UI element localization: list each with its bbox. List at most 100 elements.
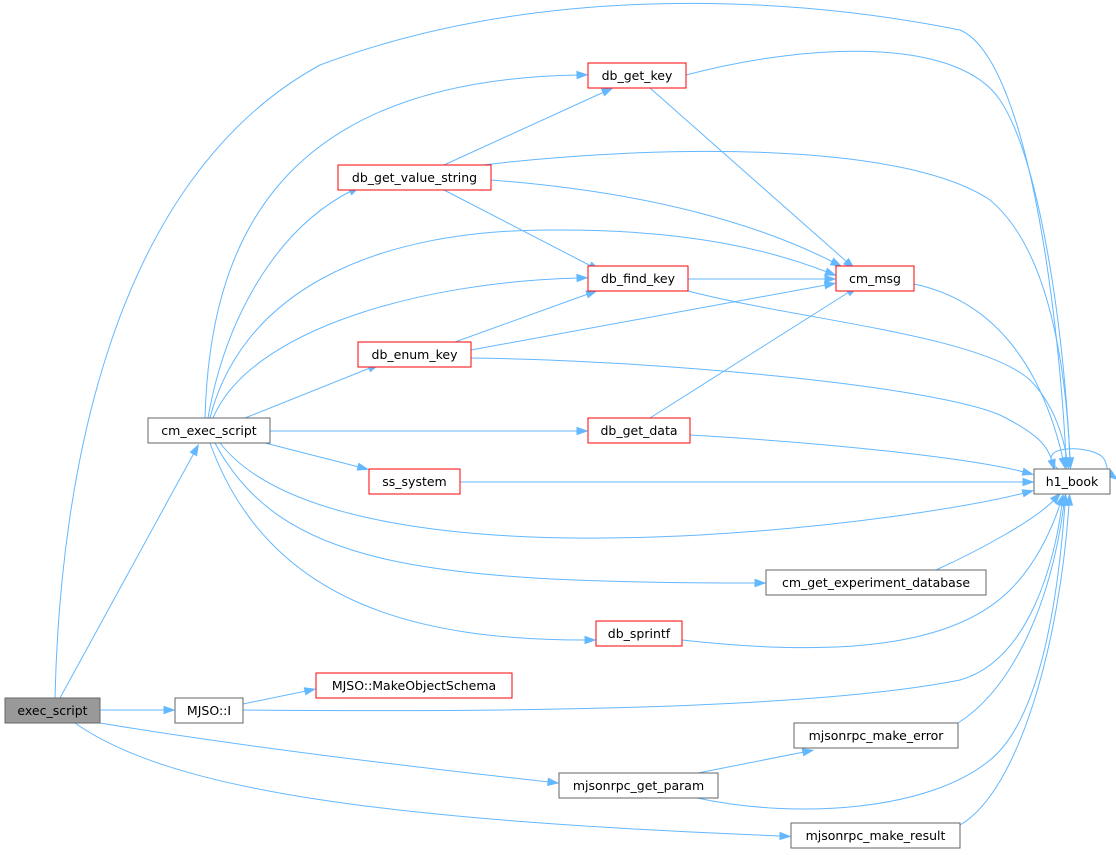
node-box[interactable] — [587, 265, 689, 292]
node-box[interactable] — [337, 164, 492, 191]
edge-db_find_key-to-cm_msg — [688, 274, 837, 284]
edge-cm_exec_script-to-db_sprintf — [209, 442, 597, 645]
edge-line — [482, 150, 1071, 460]
edge-arrowhead — [1022, 477, 1035, 487]
edge-db_find_key-to-h1_book — [687, 290, 1071, 470]
edge-cm_exec_script-to-db_get_data — [270, 426, 589, 436]
node-mjsonrpc_make_error[interactable]: mjsonrpc_make_error — [793, 722, 959, 749]
edge-db_get_key-to-cm_msg — [649, 87, 855, 269]
edge-line — [470, 357, 1053, 462]
node-label: mjsonrpc_make_error — [809, 728, 945, 743]
node-mjso_makeobjectschema[interactable]: MJSO::MakeObjectSchema — [315, 672, 513, 699]
edge-db_get_value_string-to-cm_msg — [490, 179, 843, 267]
edge-db_get_data-to-cm_msg — [649, 286, 858, 419]
node-box[interactable] — [4, 697, 101, 724]
edge-db_get_data-to-h1_book — [689, 434, 1035, 476]
edge-arrowhead — [189, 443, 200, 457]
edge-line — [207, 190, 352, 419]
node-db_get_value_string[interactable]: db_get_value_string — [337, 164, 492, 191]
node-db_get_data[interactable]: db_get_data — [587, 417, 691, 444]
node-db_sprintf[interactable]: db_sprintf — [595, 620, 683, 647]
node-box[interactable] — [835, 265, 915, 292]
node-box[interactable] — [558, 772, 719, 799]
edge-line — [74, 722, 782, 837]
edge-line — [209, 442, 587, 641]
edge-line — [913, 283, 1064, 460]
edge-exec_script-to-mjsonrpc_make_result — [74, 722, 792, 841]
node-h1_book[interactable]: h1_book — [1033, 468, 1111, 495]
edge-db_get_value_string-to-db_get_key — [443, 87, 614, 166]
edge-arrowhead — [547, 777, 560, 787]
edge-arrowhead — [1064, 493, 1074, 506]
node-box[interactable] — [587, 62, 687, 89]
edge-ss_system-to-h1_book — [460, 477, 1035, 487]
node-cm_exec_script[interactable]: cm_exec_script — [147, 417, 271, 444]
edge-line — [649, 87, 848, 263]
node-box[interactable] — [147, 417, 271, 444]
edge-arrowhead — [754, 578, 767, 588]
node-cm_msg[interactable]: cm_msg — [835, 265, 915, 292]
edge-line — [696, 503, 1066, 810]
node-db_enum_key[interactable]: db_enum_key — [357, 341, 472, 368]
node-label: mjsonrpc_make_result — [806, 828, 946, 843]
node-mjso_i[interactable]: MJSO::I — [174, 697, 244, 724]
edge-mjsonrpc_get_param-to-mjsonrpc_make_error — [697, 748, 815, 774]
node-db_find_key[interactable]: db_find_key — [587, 265, 689, 292]
edge-line — [264, 442, 360, 468]
edge-line — [470, 284, 827, 351]
edge-mjsonrpc_make_error-to-h1_book — [957, 493, 1068, 724]
edge-arrowhead — [824, 274, 837, 284]
edges-layer — [54, 2, 1116, 841]
edge-line — [681, 503, 1061, 649]
edge-line — [935, 499, 1055, 571]
edge-line — [697, 751, 805, 774]
node-box[interactable] — [368, 468, 461, 495]
edge-db_get_key-to-h1_book — [685, 50, 1075, 470]
edge-exec_script-to-cm_exec_script — [59, 443, 200, 699]
node-cm_get_experiment_database[interactable]: cm_get_experiment_database — [765, 569, 987, 596]
node-db_get_key[interactable]: db_get_key — [587, 62, 687, 89]
node-box[interactable] — [1033, 468, 1111, 495]
node-label: db_get_data — [600, 423, 677, 438]
node-box[interactable] — [587, 417, 691, 444]
edge-line — [212, 277, 579, 419]
node-mjsonrpc_make_result[interactable]: mjsonrpc_make_result — [790, 822, 961, 849]
edge-db_enum_key-to-db_find_key — [454, 290, 598, 343]
edge-line — [242, 503, 1063, 712]
node-label: MJSO::I — [187, 703, 231, 718]
edge-arrowhead — [576, 70, 589, 80]
node-mjsonrpc_get_param[interactable]: mjsonrpc_get_param — [558, 772, 719, 799]
edge-line — [959, 503, 1070, 826]
edge-arrowhead — [824, 267, 837, 276]
edge-arrowhead — [585, 290, 598, 299]
edge-arrowhead — [829, 257, 843, 267]
edge-arrowhead — [1021, 467, 1035, 476]
edge-line — [689, 434, 1025, 473]
node-label: db_get_value_string — [352, 170, 477, 185]
edge-line — [443, 91, 605, 166]
edge-line — [242, 690, 307, 705]
edge-arrowhead — [779, 831, 792, 841]
node-box[interactable] — [765, 569, 987, 596]
node-box[interactable] — [793, 722, 959, 749]
node-label: ss_system — [382, 474, 446, 489]
node-box[interactable] — [595, 620, 683, 647]
node-exec_script[interactable]: exec_script — [4, 697, 101, 724]
node-box[interactable] — [357, 341, 472, 368]
node-box[interactable] — [790, 822, 961, 849]
node-ss_system[interactable]: ss_system — [368, 468, 461, 495]
node-label: cm_exec_script — [161, 423, 257, 438]
edge-cm_exec_script-to-db_enum_key — [244, 364, 380, 419]
edge-cm_exec_script-to-db_get_value_string — [207, 186, 361, 419]
edge-db_enum_key-to-cm_msg — [470, 281, 837, 351]
node-box[interactable] — [315, 672, 513, 699]
node-box[interactable] — [174, 697, 244, 724]
edge-line — [219, 442, 1025, 539]
edge-arrowhead — [356, 462, 370, 471]
edge-arrowhead — [801, 748, 815, 757]
node-label: MJSO::MakeObjectSchema — [332, 678, 496, 693]
edge-arrowhead — [1058, 456, 1067, 470]
edge-line — [214, 442, 757, 584]
edge-arrowhead — [303, 687, 317, 696]
